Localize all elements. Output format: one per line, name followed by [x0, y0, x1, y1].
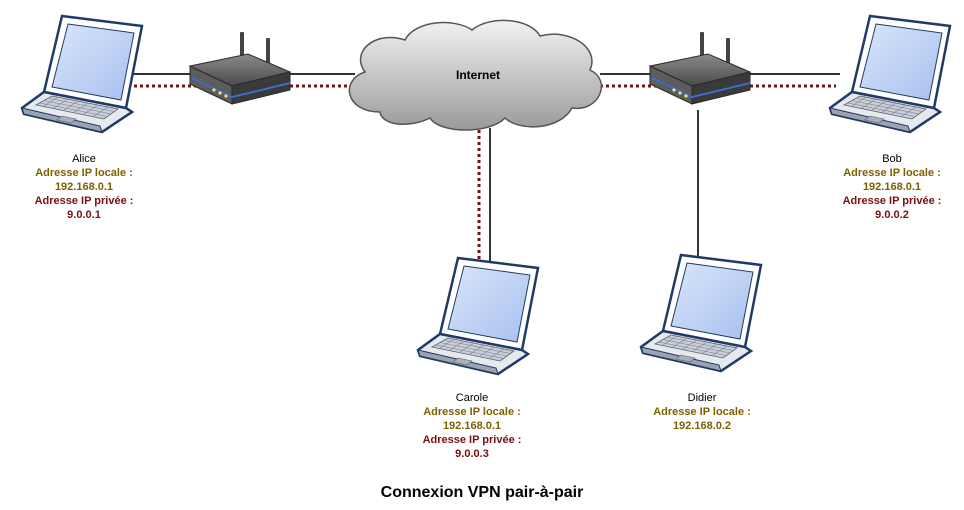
router-right — [649, 31, 751, 105]
internet-cloud: Internet — [348, 19, 602, 131]
router-left — [189, 31, 291, 105]
laptop-didier — [639, 253, 763, 373]
local-ip-value: 192.168.0.2 — [672, 420, 732, 432]
local-ip-label: Adresse IP locale : — [843, 167, 941, 179]
node-label-carole: Carole Adresse IP locale : 192.168.0.1 A… — [402, 391, 542, 461]
private-ip-value: 9.0.0.1 — [67, 209, 101, 221]
physical-links — [132, 73, 840, 265]
local-ip-label: Adresse IP locale : — [653, 406, 751, 418]
node-name: Bob — [882, 153, 902, 165]
private-ip-value: 9.0.0.2 — [875, 209, 909, 221]
laptop-carole — [416, 256, 540, 376]
private-ip-label: Adresse IP privée : — [34, 195, 134, 207]
laptop-alice — [20, 14, 144, 134]
private-ip-label: Adresse IP privée : — [422, 434, 522, 446]
node-label-didier: Didier Adresse IP locale : 192.168.0.2 — [632, 391, 772, 433]
node-label-alice: Alice Adresse IP locale : 192.168.0.1 Ad… — [14, 152, 154, 222]
private-ip-value: 9.0.0.3 — [455, 448, 489, 460]
local-ip-value: 192.168.0.1 — [442, 420, 502, 432]
local-ip-value: 192.168.0.1 — [862, 181, 922, 193]
node-label-bob: Bob Adresse IP locale : 192.168.0.1 Adre… — [822, 152, 962, 222]
private-ip-label: Adresse IP privée : — [842, 195, 942, 207]
local-ip-label: Adresse IP locale : — [35, 167, 133, 179]
diagram-caption: Connexion VPN pair-à-pair — [380, 484, 584, 501]
laptop-bob — [828, 14, 952, 134]
node-name: Didier — [687, 392, 717, 404]
local-ip-value: 192.168.0.1 — [54, 181, 114, 193]
local-ip-label: Adresse IP locale : — [423, 406, 521, 418]
node-name: Carole — [455, 392, 489, 404]
node-name: Alice — [72, 153, 96, 165]
cloud-label: Internet — [456, 68, 500, 82]
